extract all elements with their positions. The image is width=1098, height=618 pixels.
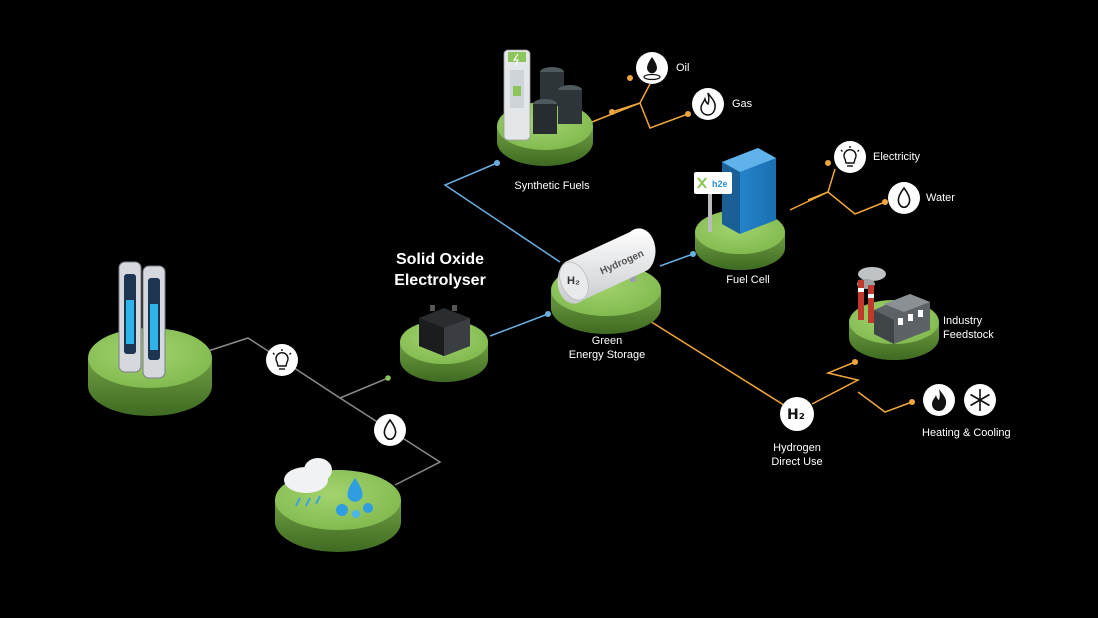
factory-icon [857, 267, 930, 344]
electricity-input-node [266, 344, 298, 376]
flame-icon [700, 92, 716, 116]
line-storage-to-synthetic [443, 162, 561, 263]
rain-cloud-water-icon [284, 458, 373, 518]
line-synthetic-to-oilgas [591, 83, 651, 123]
storage-label-line1: Green [592, 335, 623, 347]
line-h2-to-industry [811, 361, 861, 405]
line-water-node-to-water [389, 429, 442, 486]
water-output-node [888, 182, 920, 214]
electricity-label: Electricity [873, 151, 921, 163]
cooling-node [964, 384, 996, 416]
line-branch-gas [611, 102, 689, 129]
water-drop-icon [383, 418, 397, 441]
heating-node [923, 384, 955, 416]
oil-node [636, 52, 668, 84]
industry-label-line1: Industry [943, 315, 983, 327]
storage-label-line2: Energy Storage [569, 349, 645, 361]
connector-lines [204, 75, 915, 486]
water-label: Water [926, 192, 955, 204]
hydrogen-tank: Hydrogen H₂ [557, 228, 656, 304]
brand-sign-text: h2e [712, 179, 728, 189]
electricity-output-node [834, 141, 866, 173]
heating-cooling-label: Heating & Cooling [922, 427, 1011, 439]
industry-label-line2: Feedstock [943, 329, 994, 341]
lightbulb-icon [840, 146, 860, 167]
line-fuelcell-to-outputs [789, 168, 836, 211]
line-storage-to-fuelcell [659, 253, 694, 267]
fuel-cell-unit: h2e [694, 148, 776, 234]
snowflake-icon [970, 389, 990, 411]
line-electricity-to-junction [281, 359, 389, 399]
direct-use-label-line1: Hydrogen [773, 442, 821, 454]
line-h2-to-heating [857, 391, 913, 413]
hydrogen-direct-use-node: H₂ [780, 397, 814, 431]
electrolyser-title-line1: Solid Oxide [396, 251, 484, 268]
flame-icon [932, 389, 947, 411]
oil-label: Oil [676, 62, 689, 74]
oil-drop-icon [647, 57, 657, 74]
water-input-node [374, 414, 406, 446]
line-electrolyser-to-storage [489, 313, 549, 337]
fuel-pump-barrels [503, 49, 582, 141]
line-storage-to-h2 [644, 317, 796, 413]
h2-node-label: H₂ [787, 407, 805, 423]
water-drop-icon [897, 186, 911, 209]
tank-h2-label: H₂ [567, 275, 580, 287]
synthetic-fuels-label: Synthetic Fuels [514, 180, 590, 192]
electrolyser-stacks [118, 261, 166, 379]
electrolyser-title-line2: Electrolyser [394, 272, 486, 289]
fuel-cell-label: Fuel Cell [726, 274, 769, 286]
electrolyser-unit [419, 305, 470, 356]
gas-label: Gas [732, 98, 753, 110]
line-branch-water [807, 191, 886, 215]
lightbulb-icon [272, 349, 292, 370]
gas-node [692, 88, 724, 120]
direct-use-label-line2: Direct Use [771, 456, 822, 468]
